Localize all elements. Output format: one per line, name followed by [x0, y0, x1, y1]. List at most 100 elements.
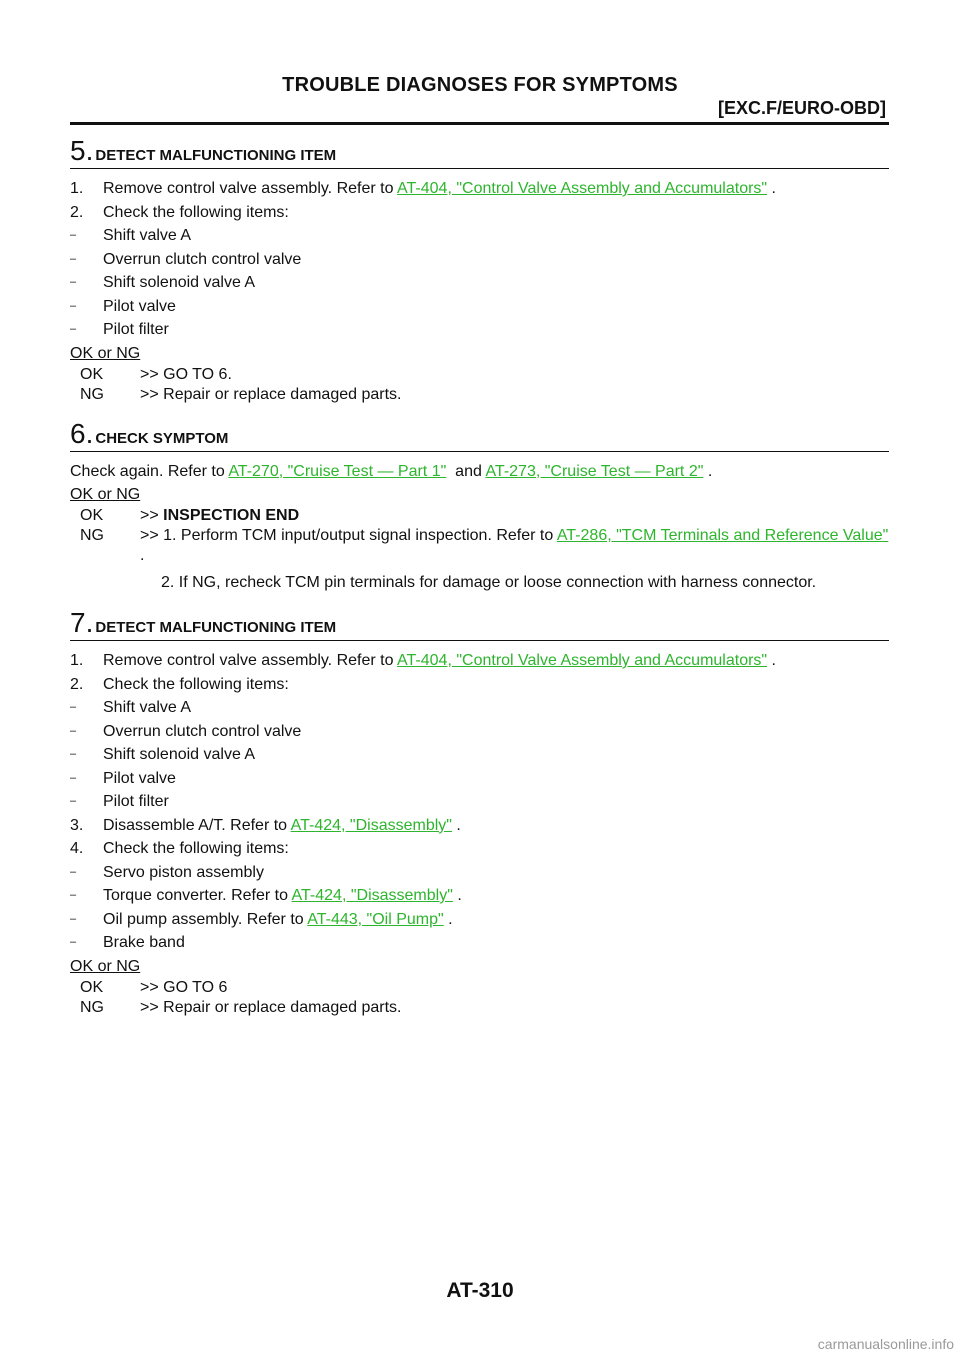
check-item: –Shift solenoid valve A [70, 271, 889, 295]
item-number: 1. [70, 180, 84, 197]
result-key: NG [80, 998, 104, 1016]
dash-bullet: – [70, 865, 77, 878]
check-text: Servo piston assembly [103, 863, 264, 881]
check-text: Pilot filter [103, 321, 169, 338]
dash-bullet: – [70, 912, 77, 925]
check-text: Shift solenoid valve A [103, 274, 256, 291]
check-item: – Oil pump assembly. Refer to AT-443, "Oi… [70, 908, 889, 932]
reference-link[interactable]: AT-443, "Oil Pump" [307, 910, 444, 928]
check-item: – Pilot filter [70, 790, 889, 814]
dash-bullet: – [70, 795, 77, 807]
item-text: . [451, 816, 461, 834]
reference-link[interactable]: AT-404, "Control Valve Assembly and Accu… [397, 180, 768, 197]
item-number: 2. [70, 203, 84, 221]
dash-bullet: – [70, 252, 77, 265]
dash-bullet: – [70, 299, 77, 312]
result-ng: NG >> Repair or replace damaged parts. [70, 385, 889, 405]
result-action: >> Repair or replace damaged parts. [140, 998, 402, 1016]
check-item: –Shift solenoid valve A [70, 743, 889, 767]
check-item: –Torque converter. Refer to AT-424, "Dis… [70, 884, 889, 908]
list-item: 2. Check the following items: [70, 673, 889, 697]
watermark: carmanualsonline.info [817, 1336, 954, 1352]
check-text: Shift valve A [103, 699, 192, 716]
item-text: Remove control valve assembly. Refer to [103, 652, 398, 669]
item-text: Check the following items: [103, 203, 289, 221]
result-key: NG [80, 527, 104, 544]
item-text: Check again. Refer to [70, 462, 229, 480]
check-item: – Pilot valve [70, 295, 889, 319]
result-action: >> 1. Perform TCM input/output signal in… [140, 526, 889, 566]
dash-bullet: – [70, 229, 77, 241]
step-text: Check again. Refer to AT-270, "Cruise Te… [70, 460, 889, 484]
check-text: Pilot filter [103, 793, 169, 810]
step-number: 7. [70, 607, 94, 638]
item-text: . [767, 652, 776, 669]
item-text: Disassemble A/T. Refer to [103, 816, 291, 834]
result-prefix: >> 1. Perform TCM input/output signal in… [140, 527, 557, 544]
step-number: 6. [70, 417, 94, 449]
page-number: AT-310 [446, 1279, 514, 1302]
check-text: Overrun clutch control valve [103, 250, 302, 268]
check-item: – Overrun clutch control valve [70, 248, 889, 272]
item-number: 2. [70, 675, 84, 693]
check-text: Pilot valve [103, 769, 176, 787]
check-text: Oil pump assembly. Refer to [103, 910, 308, 928]
reference-link[interactable]: AT-424, "Disassembly" [291, 887, 453, 904]
item-number: 1. [70, 652, 84, 669]
ok-or-ng-label: OK or NG [70, 486, 141, 503]
list-item: 3. Disassemble A/T. Refer to AT-424, "Dis… [70, 814, 889, 838]
list-item: 2. Check the following items: [70, 201, 889, 225]
check-text: Shift solenoid valve A [103, 746, 256, 763]
check-text: Brake band [103, 934, 185, 951]
list-item: 4.Check the following items: [70, 837, 889, 861]
step-6: 6. CHECK SYMPTOM Check again. Refer to A… [70, 417, 889, 595]
result-action: INSPECTION END [163, 507, 300, 524]
item-text: . [452, 887, 462, 904]
reference-link[interactable]: AT-424, "Disassembly" [290, 816, 452, 834]
dash-bullet: – [70, 771, 77, 784]
step-rule [70, 168, 889, 169]
step-rule [70, 640, 889, 641]
page-header-title: TROUBLE DIAGNOSES FOR SYMPTOMS [282, 74, 678, 96]
check-item: – Pilot valve [70, 767, 889, 791]
result-action: >> GO TO 6. [140, 365, 232, 383]
check-text: Overrun clutch control valve [103, 722, 302, 740]
step-number: 5. [70, 135, 94, 166]
item-text: . [767, 180, 776, 197]
step-6-heading: 6. CHECK SYMPTOM [70, 417, 889, 449]
dash-bullet: – [70, 323, 77, 335]
result-key: OK [80, 365, 104, 383]
dash-bullet: – [70, 724, 77, 737]
check-text: Torque converter. Refer to [103, 887, 292, 904]
step-5: 5. DETECT MALFUNCTIONING ITEM 1.Remove c… [70, 136, 889, 405]
list-item: 1. Remove control valve assembly. Refer t… [70, 649, 889, 673]
check-item: – Overrun clutch control valve [70, 720, 889, 744]
check-item: –Brake band [70, 931, 889, 955]
reference-link[interactable]: AT-270, "Cruise Test — Part 1" [228, 462, 447, 480]
step-title: DETECT MALFUNCTIONING ITEM [95, 147, 337, 164]
result-ng: NG >> 1. Perform TCM input/output signal… [70, 526, 889, 566]
result-key: OK [80, 978, 104, 996]
dash-bullet: – [70, 701, 77, 713]
result-ok: OK >> GO TO 6. [70, 365, 889, 385]
item-text: . [140, 547, 145, 564]
step-title: DETECT MALFUNCTIONING ITEM [95, 619, 337, 636]
item-text: . [443, 910, 453, 928]
check-item: – Servo piston assembly [70, 861, 889, 885]
step-7-heading: 7. DETECT MALFUNCTIONING ITEM [70, 608, 889, 638]
check-item: –Shift valve A [70, 224, 889, 248]
item-number: 3. [70, 816, 84, 834]
ok-or-ng-label: OK or NG [70, 344, 141, 362]
item-text: Check the following items: [103, 675, 289, 693]
reference-link[interactable]: AT-404, "Control Valve Assembly and Accu… [397, 652, 768, 669]
check-text: Pilot valve [103, 297, 176, 315]
reference-link[interactable]: AT-273, "Cruise Test — Part 2" [485, 462, 704, 480]
reference-link[interactable]: AT-286, "TCM Terminals and Reference Val… [556, 527, 889, 544]
item-text: and [446, 462, 486, 480]
result-ng: NG >> Repair or replace damaged parts. [70, 998, 889, 1018]
result-action: >> GO TO 6 [140, 978, 228, 996]
result-key: NG [80, 385, 104, 403]
result-key: OK [80, 507, 104, 524]
document-body: 5. DETECT MALFUNCTIONING ITEM 1. Remove c… [70, 130, 889, 1018]
result-action: >> Repair or replace damaged parts. [140, 385, 402, 403]
